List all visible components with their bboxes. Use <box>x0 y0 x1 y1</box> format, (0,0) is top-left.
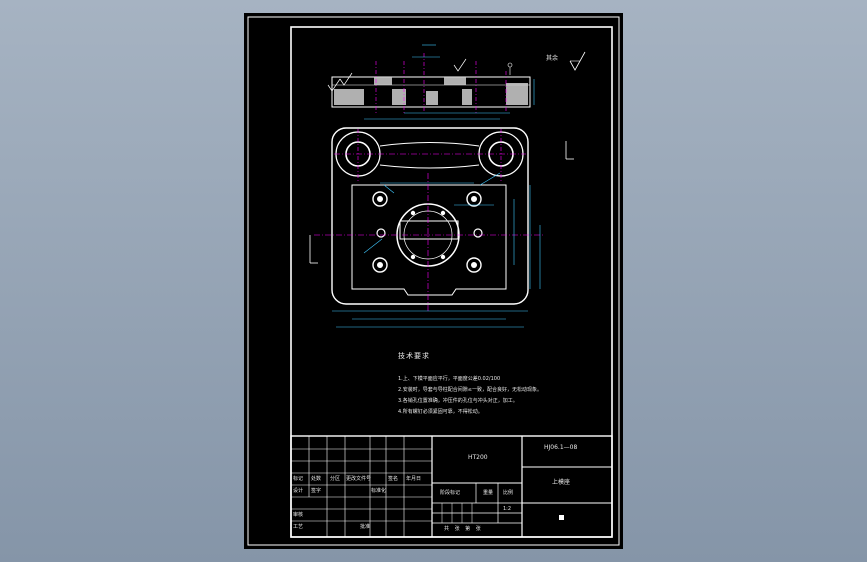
scale-value: 1:2 <box>503 506 512 512</box>
notes-title: 技术要求 <box>398 352 430 360</box>
outer-border <box>247 16 620 546</box>
note-line-4: 4.所有螺钉必须紧固可靠，不得松动。 <box>398 409 483 415</box>
surface-mark-label: 其余 <box>546 55 559 62</box>
standard-label: 标准化 <box>371 488 387 494</box>
review-label: 审核 <box>293 512 304 518</box>
rev-label-zone: 分区 <box>330 476 341 482</box>
drawing-sheet: 其余 技术要求 1.上、下模平面应平行，平面度公差0.02/100 2.安装时，… <box>244 13 623 549</box>
material-text: HT200 <box>468 454 488 461</box>
section-view <box>327 44 535 114</box>
title-block <box>290 435 613 538</box>
design-label: 设计 <box>293 488 304 494</box>
rev-label-mark: 标记 <box>293 476 304 482</box>
cad-drawing <box>247 16 620 546</box>
scale-label: 比例 <box>503 490 514 496</box>
weight-label: 重量 <box>483 490 494 496</box>
rev-label-date: 年月日 <box>406 476 422 482</box>
part-name: 上模座 <box>552 479 571 486</box>
roughness-symbol <box>569 51 586 71</box>
company-mark <box>559 515 564 520</box>
approve-label: 批准 <box>360 524 371 530</box>
note-line-1: 1.上、下模平面应平行，平面度公差0.02/100 <box>398 376 501 382</box>
stage-label: 阶段标记 <box>440 490 461 496</box>
note-line-3: 3.各销孔位置准确，冲压件的孔位与冲头对正，加工。 <box>398 398 518 404</box>
plan-view <box>309 118 574 328</box>
rev-label-count: 处数 <box>311 476 322 482</box>
drawing-number: HJ06.1—08 <box>544 444 578 451</box>
note-line-2: 2.安装时，导套与导柱配合间隙≤一致，配合良好，无松动现象。 <box>398 387 542 393</box>
rev-label-file: 更改文件号 <box>346 476 372 482</box>
sheet-info: 共 张 第 张 <box>444 526 483 532</box>
rev-label-sign: 签名 <box>388 476 399 482</box>
process-label: 工艺 <box>293 524 304 530</box>
design-sign-label: 签字 <box>311 488 322 494</box>
